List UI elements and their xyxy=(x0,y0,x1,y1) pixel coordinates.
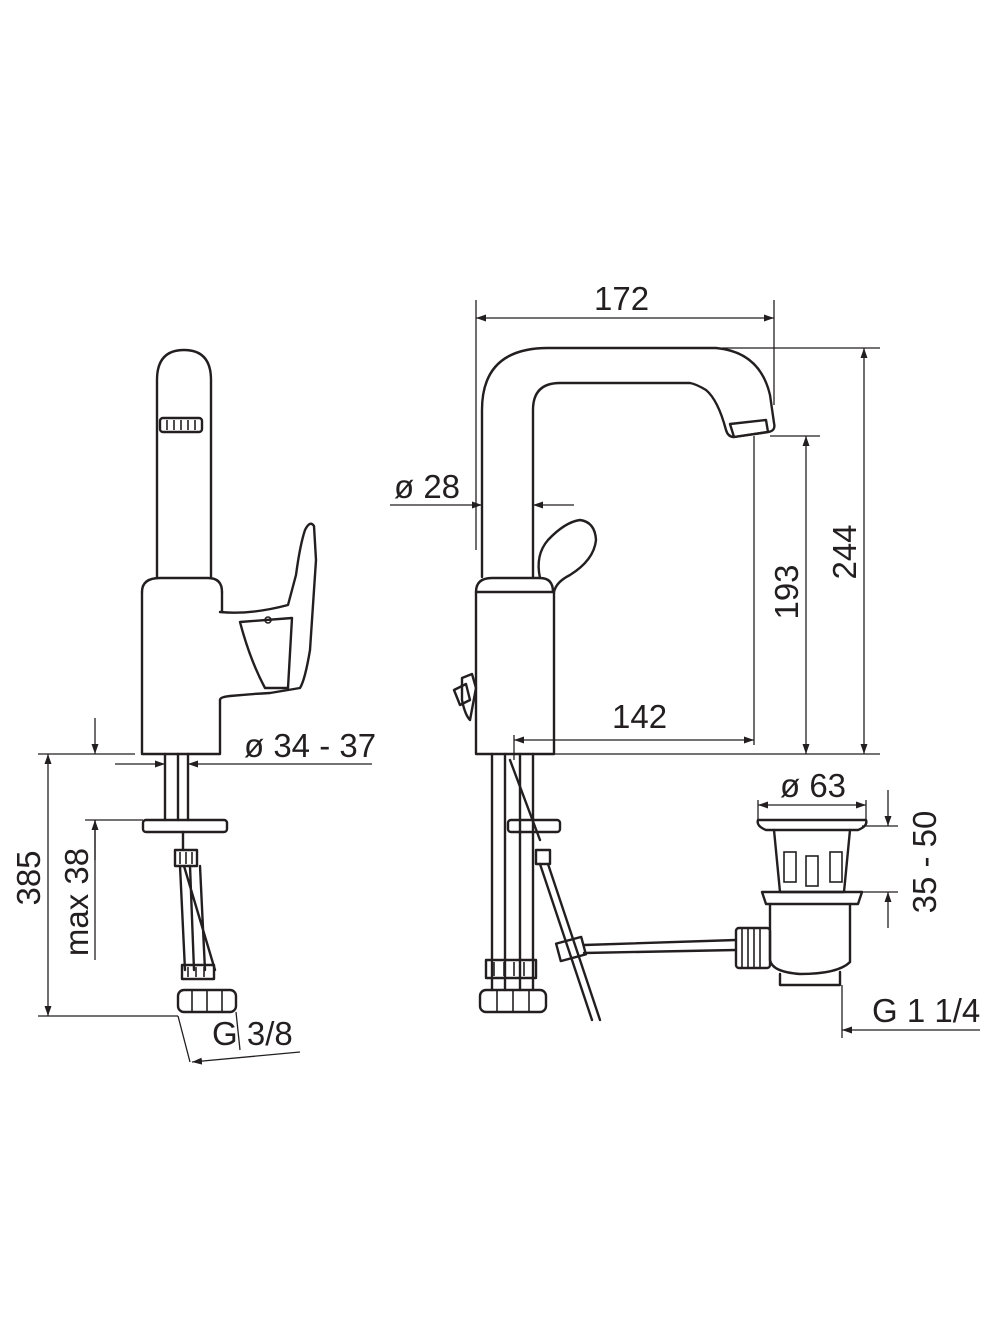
side-view-faucet xyxy=(452,346,776,1022)
side-view-dimensions xyxy=(390,300,880,760)
dim-waste-diameter-label: ø 63 xyxy=(780,767,846,804)
dim-waste-thread-label: G 1 1/4 xyxy=(872,992,980,1029)
front-view-dimensions xyxy=(38,718,372,1065)
dim-hole-diameter-label: ø 34 - 37 xyxy=(244,727,376,764)
dim-max-deck-label: max 38 xyxy=(58,848,95,956)
dim-height-label: 244 xyxy=(826,524,863,579)
dim-waste-range-label: 35 - 50 xyxy=(906,811,943,914)
front-view-faucet xyxy=(140,348,318,1014)
dim-max-height-label: 385 xyxy=(10,850,47,905)
dim-connection-label: G 3/8 xyxy=(212,1015,293,1052)
waste-dimensions xyxy=(757,790,980,1038)
dim-spout-height-label: 193 xyxy=(768,564,805,619)
dim-spout-reach-label: 142 xyxy=(612,698,667,735)
waste-valve xyxy=(734,818,868,987)
dim-body-diameter-label: ø 28 xyxy=(394,468,460,505)
dim-width-label: 172 xyxy=(594,280,649,317)
